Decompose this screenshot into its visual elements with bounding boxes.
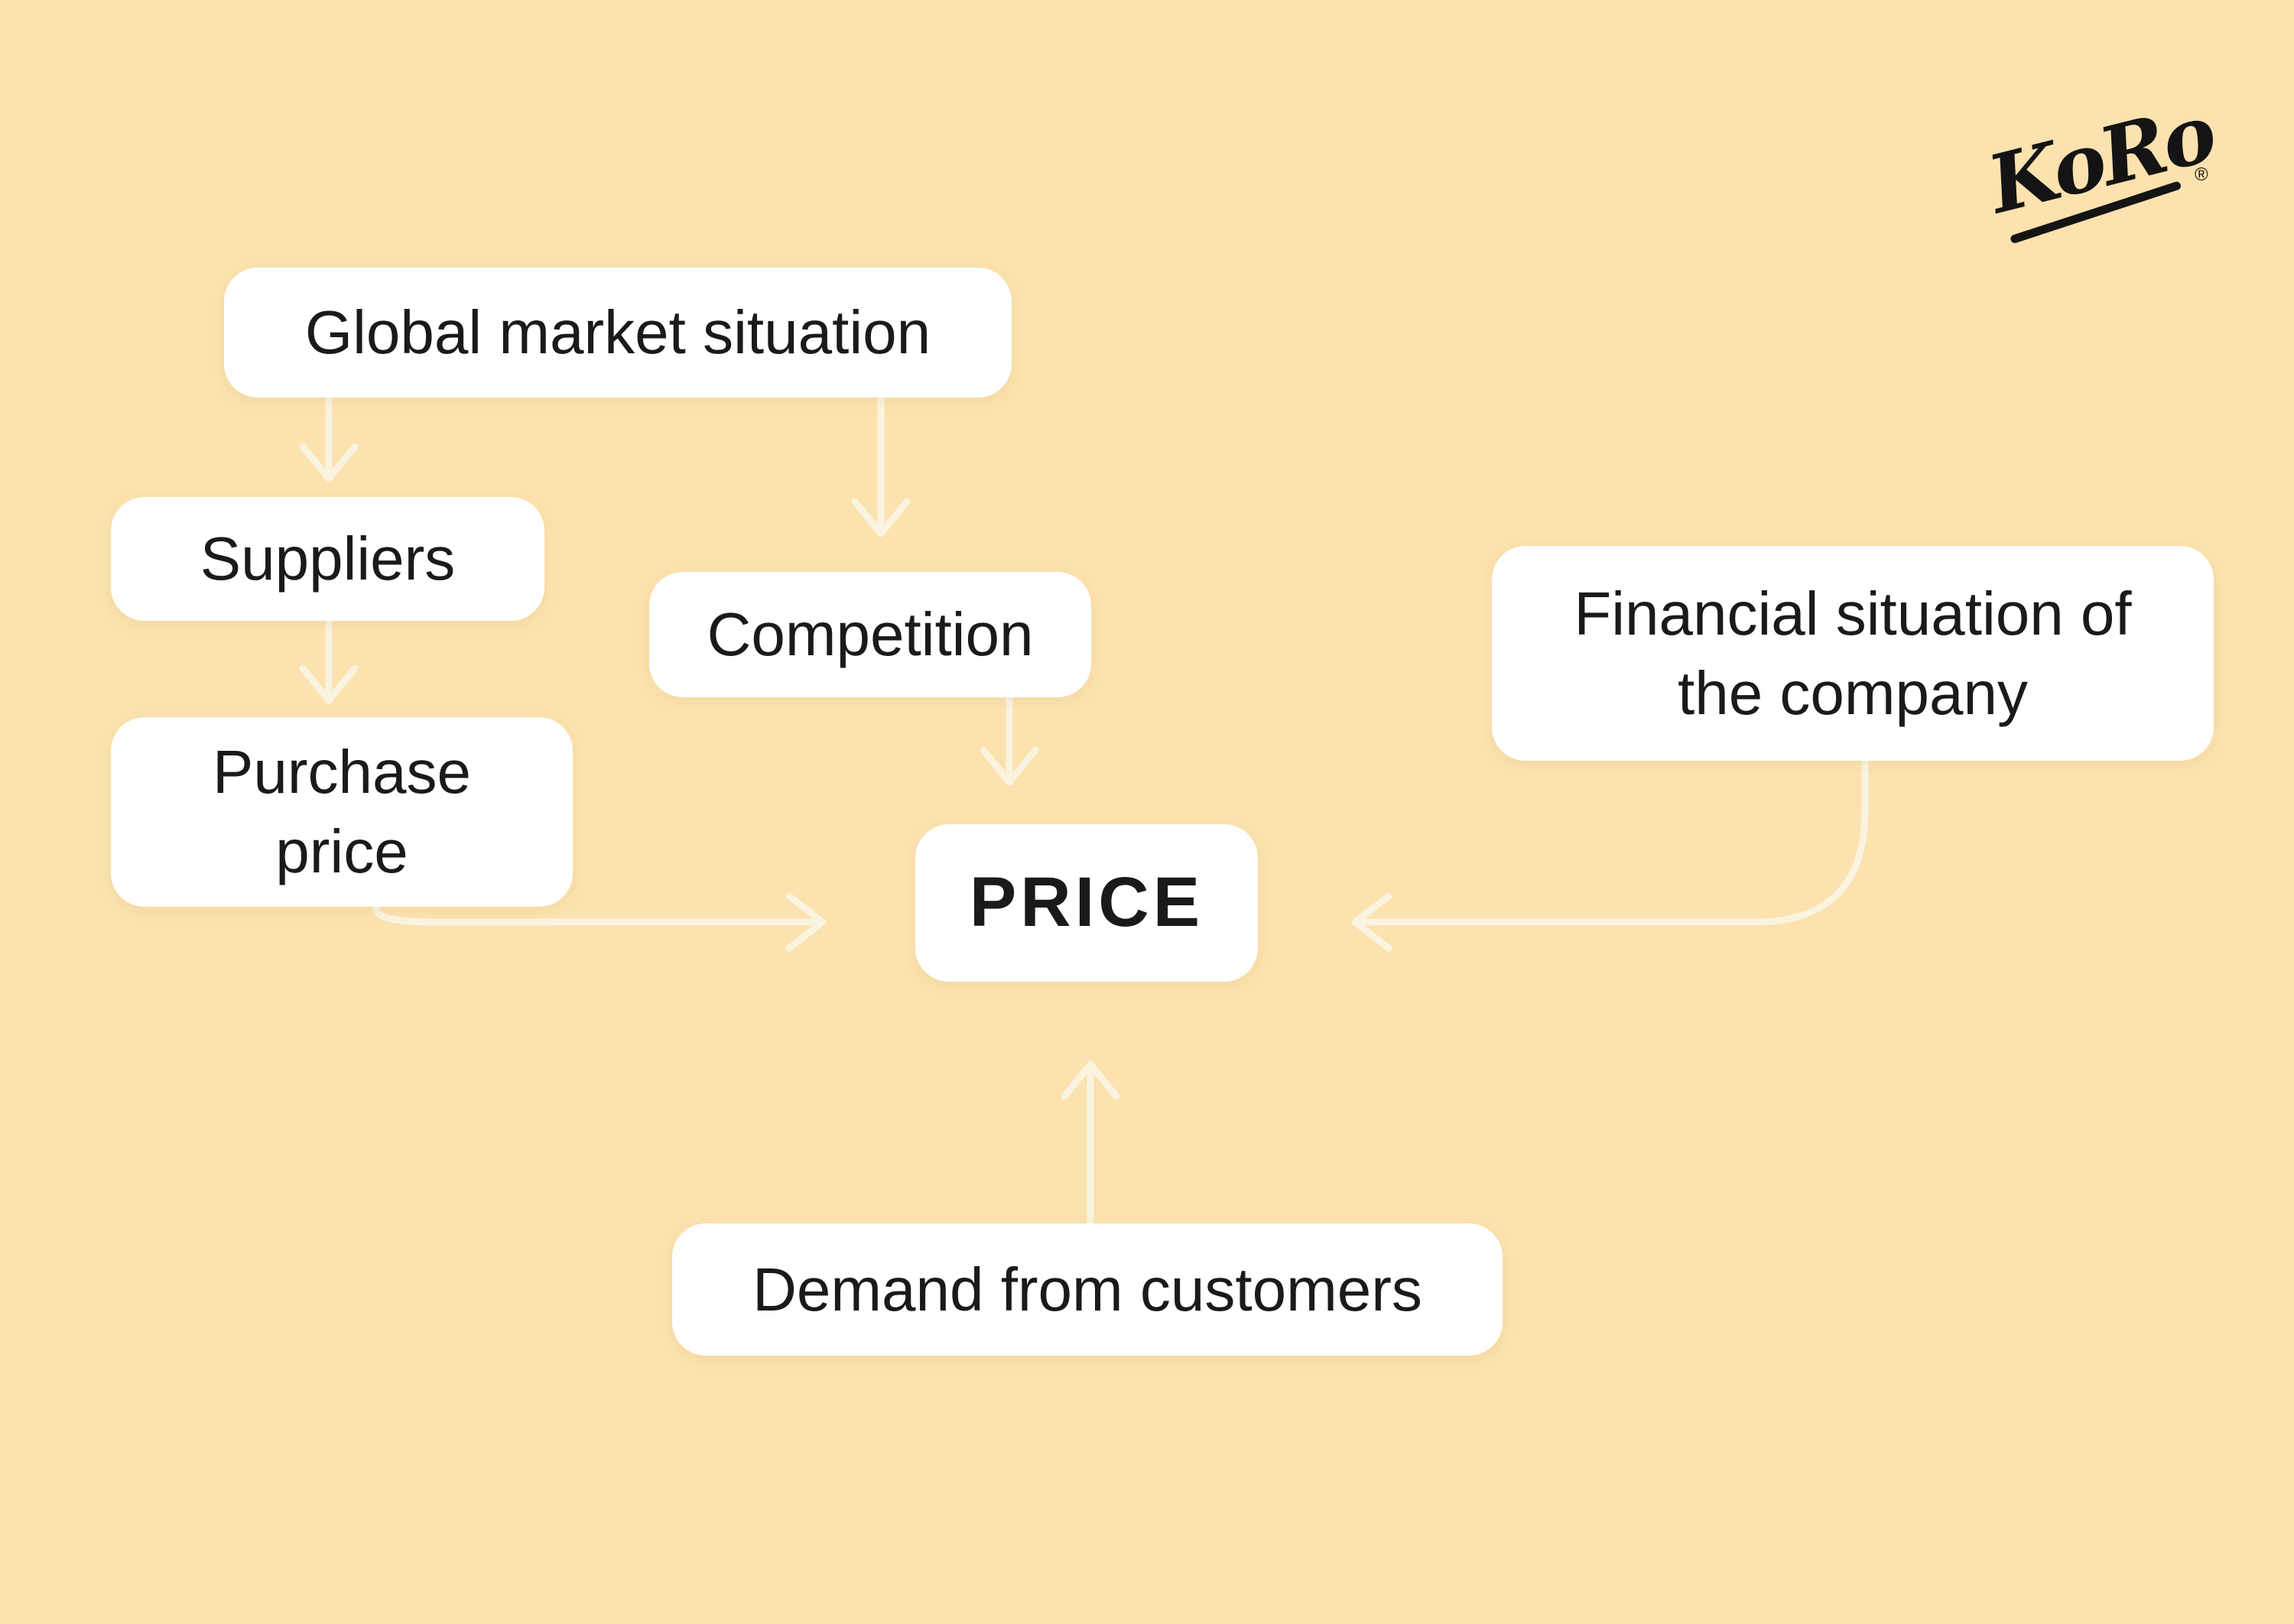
edge-suppliers-purchase <box>299 619 359 704</box>
edge-global-competition <box>851 395 911 538</box>
arrowhead-down-icon <box>851 498 911 538</box>
edge-financial-price <box>1351 758 1869 952</box>
node-suppliers: Suppliers <box>111 497 544 621</box>
node-financial-situation: Financial situation of the company <box>1492 546 2214 761</box>
edge-competition-price <box>980 695 1039 786</box>
edge-purchase-price-line <box>372 905 824 926</box>
koro-logo: KoRo ® <box>1973 67 2223 258</box>
edge-financial-price-line <box>1354 758 1869 926</box>
arrowhead-down-icon <box>299 664 359 704</box>
node-label: Competition <box>707 600 1034 668</box>
node-purchase-price: Purchase price <box>111 717 573 907</box>
node-label: Purchase price <box>213 738 471 885</box>
node-label: PRICE <box>969 863 1204 942</box>
node-competition: Competition <box>649 572 1091 697</box>
arrowhead-left-icon <box>1351 892 1392 952</box>
edge-global-suppliers <box>299 395 359 482</box>
arrowhead-right-icon <box>785 892 827 952</box>
node-label: Global market situation <box>304 298 931 366</box>
edge-demand-price <box>1061 1060 1120 1226</box>
koro-logo-icon: KoRo ® <box>1977 86 2223 243</box>
node-label: Financial situation of the company <box>1574 579 2132 727</box>
logo-underline <box>2010 181 2181 243</box>
node-price: PRICE <box>915 824 1258 982</box>
node-demand-from-customers: Demand from customers <box>672 1223 1503 1356</box>
registered-trademark-icon: ® <box>2195 164 2208 185</box>
arrowhead-up-icon <box>1061 1060 1120 1100</box>
arrowhead-down-icon <box>299 443 359 482</box>
node-label: Demand from customers <box>752 1255 1422 1324</box>
node-global-market-situation: Global market situation <box>224 268 1012 398</box>
node-label: Suppliers <box>200 525 456 593</box>
arrowhead-down-icon <box>980 746 1039 786</box>
